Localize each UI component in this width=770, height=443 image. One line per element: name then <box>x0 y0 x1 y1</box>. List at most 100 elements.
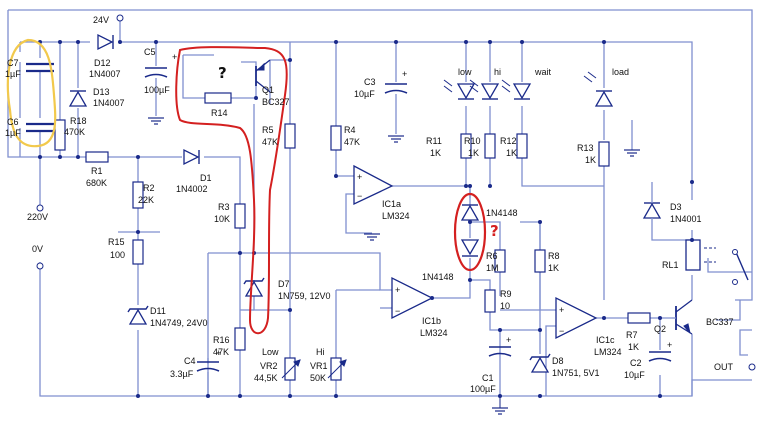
label-r9: R9 <box>500 289 512 299</box>
label-c1-value: 100µF <box>470 384 496 394</box>
led-load <box>583 71 614 107</box>
diode-d13 <box>68 90 88 107</box>
label-r18: R18 <box>70 116 87 126</box>
label-vr1: VR1 <box>310 361 328 371</box>
diode-d1 <box>183 148 200 166</box>
resistor-r18 <box>54 119 66 151</box>
label-d12-value: 1N4007 <box>89 69 121 79</box>
label-c4: C4 <box>184 356 196 366</box>
label-r1: R1 <box>91 166 103 176</box>
label-r8: R8 <box>548 251 560 261</box>
label-r2: R2 <box>143 183 155 193</box>
yellow-highlight-capacitors <box>6 38 57 148</box>
resistor-r12 <box>516 133 528 159</box>
potentiometer-vr1 <box>327 357 347 381</box>
resistor-r8 <box>534 249 546 273</box>
label-d1: D1 <box>200 173 212 183</box>
label-vr2-value: 44,5K <box>254 373 278 383</box>
ac-terminal <box>36 204 44 212</box>
capacitor-c4 <box>196 361 220 372</box>
label-r6-value: 1M <box>486 263 499 273</box>
label-d13: D13 <box>93 87 110 97</box>
capacitor-c3 <box>384 83 408 143</box>
label-d11: D11 <box>150 306 166 316</box>
wires <box>7 9 753 397</box>
label-r13: R13 <box>577 143 594 153</box>
svg-text:+: + <box>559 305 564 315</box>
label-vr1-name: Hi <box>316 347 325 357</box>
led-low <box>443 79 476 100</box>
capacitor-c6 <box>26 122 54 133</box>
label-vr1-value: 50K <box>310 373 326 383</box>
label-1n4148-mid: 1N4148 <box>422 272 454 282</box>
label-1n4148-top: 1N4148 <box>486 208 518 218</box>
label-c2-value: 10µF <box>624 370 645 380</box>
out-terminal <box>748 363 756 371</box>
label-ic1b-value: LM324 <box>420 328 448 338</box>
label-c5: C5 <box>144 47 156 57</box>
junctions <box>38 40 694 398</box>
label-rl1: RL1 <box>662 260 679 270</box>
label-q1-value: BC327 <box>262 97 290 107</box>
label-out: OUT <box>714 362 734 372</box>
ground-load <box>624 149 640 157</box>
label-r15: R15 <box>108 237 125 247</box>
diode-d12 <box>97 33 114 51</box>
red-circle-diodes <box>453 192 487 272</box>
label-24v: 24V <box>93 15 109 25</box>
svg-text:−: − <box>559 326 564 336</box>
plus-c5: + <box>172 52 177 62</box>
resistor-r7 <box>627 312 651 324</box>
resistor-r13 <box>598 141 610 167</box>
label-c7-value: 1µF <box>5 69 21 79</box>
svg-text:−: − <box>395 306 400 316</box>
plus-c1: + <box>506 335 511 345</box>
label-r14: R14 <box>211 108 228 118</box>
label-ic1a-value: LM324 <box>382 211 410 221</box>
label-d12: D12 <box>94 58 111 68</box>
label-led-wait: wait <box>534 67 552 77</box>
label-220v: 220V <box>27 212 48 222</box>
label-d13-value: 1N4007 <box>93 98 125 108</box>
label-led-load: load <box>612 67 629 77</box>
capacitor-c1 <box>488 346 512 357</box>
question-mark-q1: ? <box>218 64 227 82</box>
label-d3: D3 <box>670 202 682 212</box>
annotations <box>6 38 487 335</box>
resistor-r10 <box>484 133 496 159</box>
label-ic1b: IC1b <box>422 316 441 326</box>
potentiometer-vr2 <box>281 357 301 381</box>
label-r11-value: 1K <box>430 148 441 158</box>
label-vr2: VR2 <box>260 361 278 371</box>
svg-text:+: + <box>357 172 362 182</box>
plus-c4: + <box>216 348 221 358</box>
label-r7-value: 1K <box>628 342 639 352</box>
relay-rl1 <box>685 239 749 285</box>
diode-1n4148-mid <box>460 239 480 257</box>
label-r5: R5 <box>262 125 274 135</box>
label-0v: 0V <box>32 244 43 254</box>
label-r10: R10 <box>464 136 481 146</box>
opamp-ic1a: +− <box>353 164 394 241</box>
label-q1: Q1 <box>262 85 274 95</box>
label-c3-value: 10µF <box>354 89 375 99</box>
zener-d11 <box>127 305 149 325</box>
resistor-r1 <box>85 151 109 163</box>
label-ic1c-value: LM324 <box>594 347 622 357</box>
label-r2-value: 22K <box>138 195 154 205</box>
resistor-r15 <box>132 239 144 265</box>
resistor-r6 <box>494 249 506 273</box>
label-d3-value: 1N4001 <box>670 214 702 224</box>
label-d1-value: 1N4002 <box>176 184 208 194</box>
label-r12: R12 <box>500 136 517 146</box>
label-r12-value: 1K <box>506 148 517 158</box>
label-led-hi: hi <box>494 67 501 77</box>
diode-1n4148-top <box>460 204 480 221</box>
resistor-r5 <box>284 123 296 149</box>
svg-text:+: + <box>395 285 400 295</box>
label-r3-value: 10K <box>214 214 230 224</box>
svg-text:−: − <box>357 191 362 201</box>
label-r11: R11 <box>426 136 442 146</box>
label-r10-value: 1K <box>468 148 479 158</box>
